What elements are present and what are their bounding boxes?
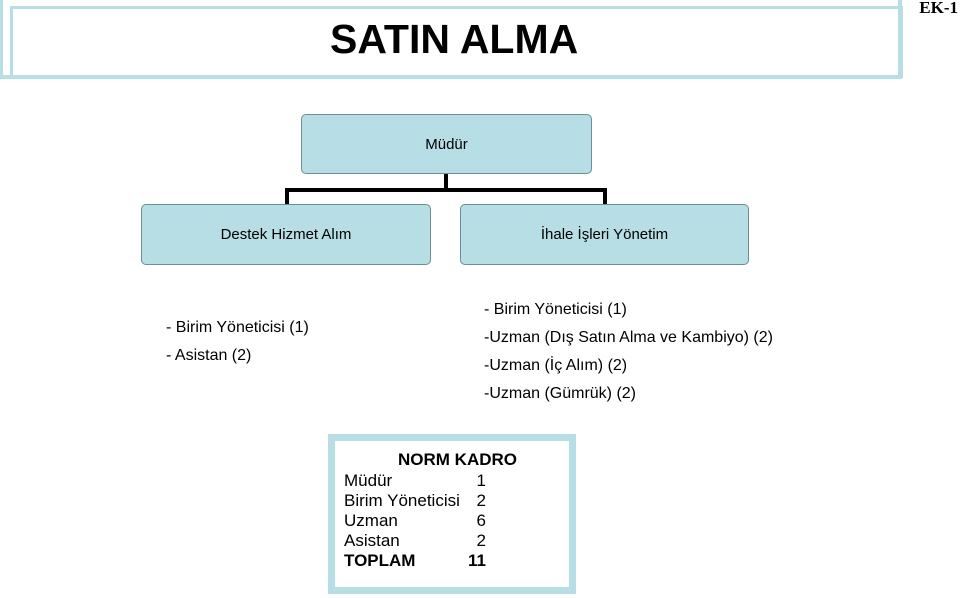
ek-badge: EK-1 [919, 0, 958, 17]
norm-row: Asistan 2 [344, 531, 486, 551]
org-node-root: Müdür [301, 114, 592, 174]
org-node-destek: Destek Hizmet Alım [141, 204, 431, 265]
staff-item: - Birim Yöneticisi (1) [166, 319, 309, 336]
norm-row-value: 1 [476, 471, 486, 490]
staff-item: -Uzman (Gümrük) (2) [484, 385, 637, 402]
staff-item: - Birim Yöneticisi (1) [484, 301, 627, 318]
norm-row-label: Uzman [344, 511, 398, 530]
norm-row-label: Birim Yöneticisi [344, 491, 460, 510]
norm-row: Müdür 1 [344, 471, 486, 491]
norm-row-value: 2 [476, 531, 486, 550]
norm-total-row: TOPLAM 11 [344, 551, 486, 571]
norm-row: Uzman 6 [344, 511, 486, 531]
norm-total-label: TOPLAM [344, 551, 416, 570]
ihale-staff-list: - Birim Yöneticisi (1) -Uzman (Dış Satın… [484, 296, 773, 408]
org-node-ihale: İhale İşleri Yönetim [460, 204, 749, 265]
staff-item: - Asistan (2) [166, 347, 252, 364]
staff-item: -Uzman (İç Alım) (2) [484, 357, 628, 374]
norm-row: Birim Yöneticisi 2 [344, 491, 486, 511]
title-frame-inner [10, 6, 903, 78]
norm-row-label: Müdür [344, 471, 393, 490]
norm-row-label: Asistan [344, 531, 400, 550]
norm-total-value: 11 [468, 551, 486, 570]
staff-item: -Uzman (Dış Satın Alma ve Kambiyo) (2) [484, 329, 773, 346]
norm-row-value: 2 [476, 491, 486, 510]
page-title: SATIN ALMA [330, 16, 579, 62]
norm-row-value: 6 [476, 511, 486, 530]
norm-kadro-box: NORM KADRO Müdür 1 Birim Yöneticisi 2 Uz… [328, 434, 576, 594]
destek-staff-list: - Birim Yöneticisi (1) - Asistan (2) [166, 314, 309, 370]
norm-kadro-title: NORM KADRO [398, 450, 517, 469]
